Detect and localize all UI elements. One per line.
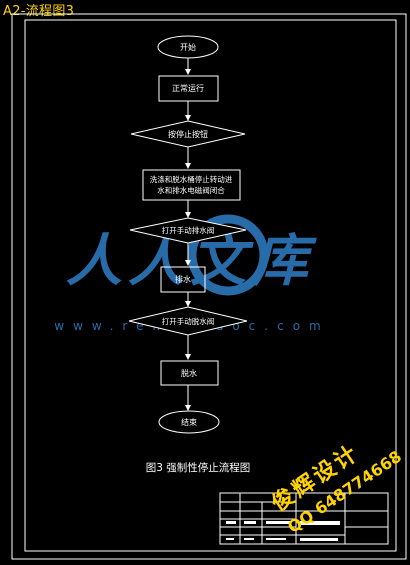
watermark: 人人文库 www.renrendoc.com [54,214,321,333]
spin-label: 脱水 [181,368,197,378]
drain-label: 排水 [175,274,191,284]
process-normal-run [158,75,219,102]
normal-run-label: 正常运行 [172,83,204,93]
inner-frame [24,19,397,552]
process-spin [160,360,219,386]
sheet-title: A2-流程图3 [3,4,75,19]
decision-press-stop [130,120,246,148]
stop-step-label-line1: 洗涤和脱水桶停止转动进 [150,174,233,184]
decision-open-spin [128,306,248,336]
figure-caption: 图3 强制性停止流程图 [146,461,251,474]
process-drain [160,266,206,293]
end-label: 结束 [181,417,197,427]
designer-stamp: 俊辉设计 QQ 648774668 [267,439,405,536]
start-terminal [157,35,219,59]
title-block [219,492,389,545]
start-label: 开始 [180,42,196,52]
open-drain-label: 打开手动排水阀 [162,225,215,235]
process-stop-step [142,169,241,201]
open-spin-label: 打开手动脱水阀 [162,316,215,326]
decision-open-drain [129,217,247,244]
end-terminal [158,410,220,434]
outer-frame [11,13,407,560]
title-block-fill [226,521,340,541]
stop-step-label-line2: 水和排水电磁阀闭合 [157,185,225,195]
watermark-ring [187,214,269,296]
press-stop-label: 按停止按钮 [168,129,208,139]
